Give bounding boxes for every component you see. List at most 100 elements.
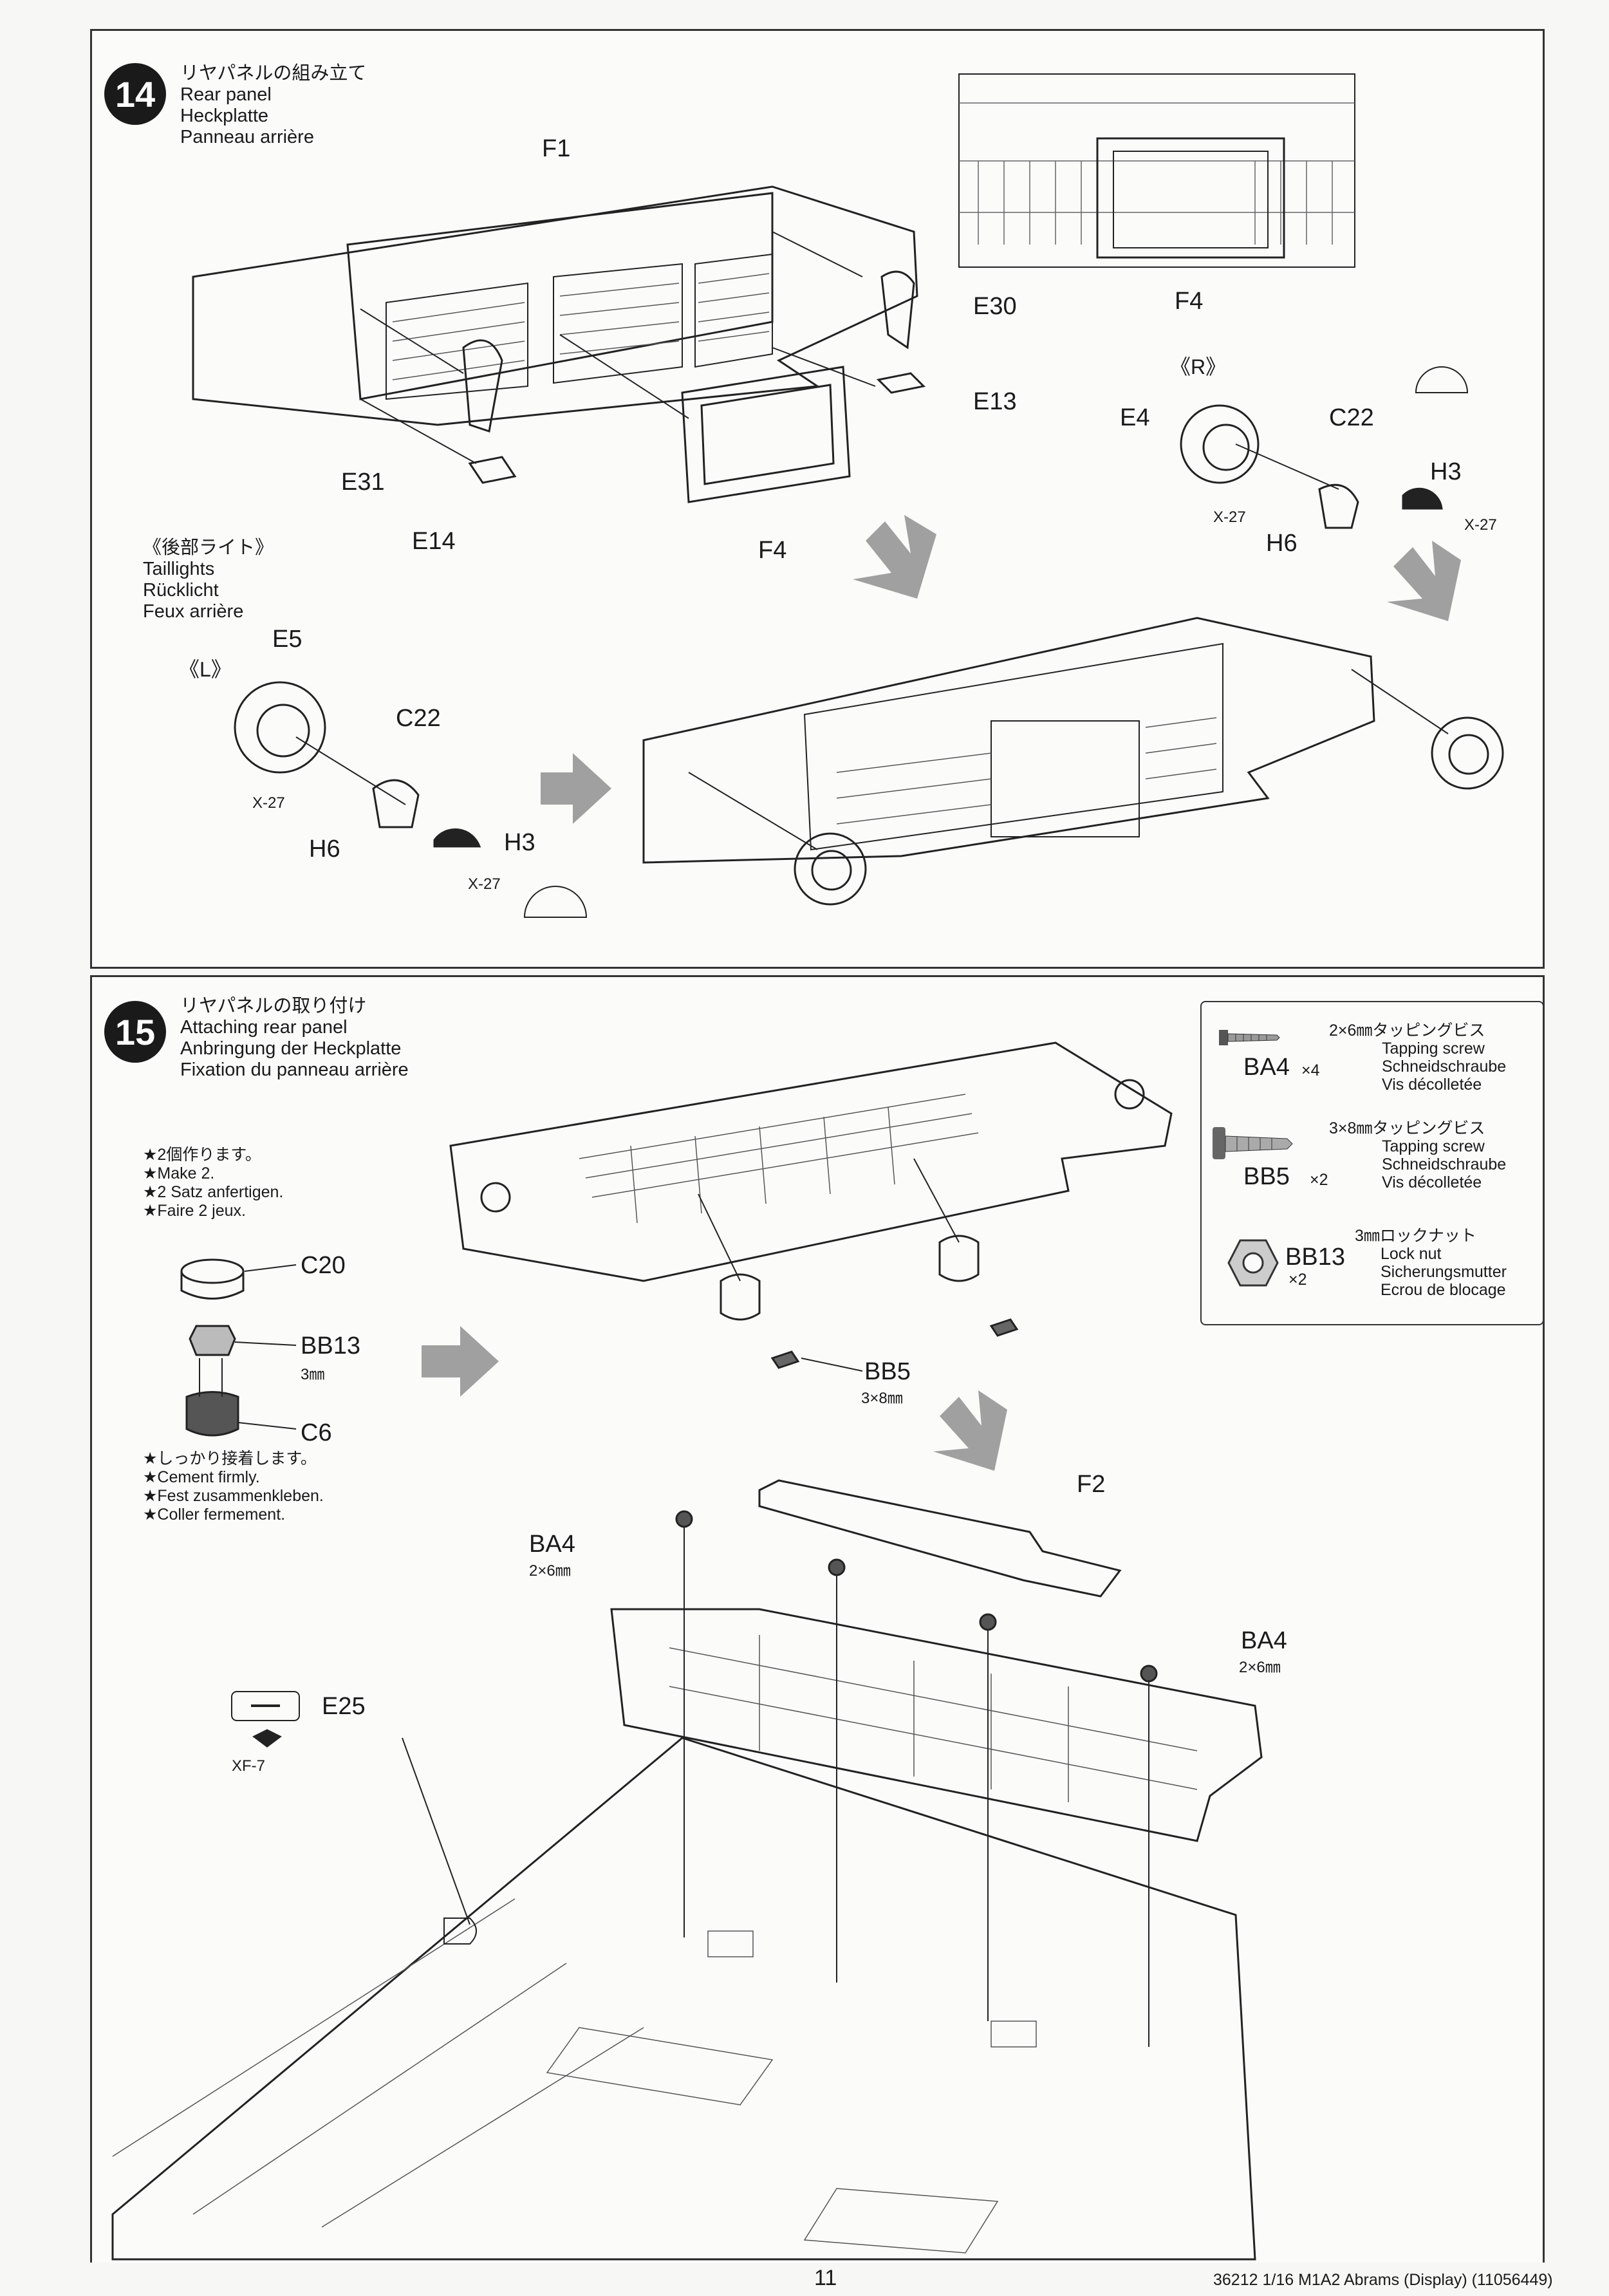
label-x27-left-b: X-27 bbox=[468, 875, 501, 893]
label-c22-left: C22 bbox=[396, 705, 441, 732]
hardware-ba4-jp: 2×6㎜タッピングビス bbox=[1329, 1022, 1485, 1040]
screw-bb5-left-drawing bbox=[770, 1350, 800, 1369]
hardware-bb13-qty: ×2 bbox=[1288, 1271, 1307, 1289]
taillights-jp: 《後部ライト》 bbox=[143, 537, 274, 558]
label-c20: C20 bbox=[301, 1252, 346, 1279]
paint-chip-xf7 bbox=[231, 1691, 300, 1721]
label-x27-left-a: X-27 bbox=[252, 794, 285, 812]
make-2-en: ★Make 2. bbox=[143, 1164, 215, 1182]
cement-fr: ★Coller fermement. bbox=[143, 1506, 286, 1524]
label-ba4-right: BA4 bbox=[1241, 1627, 1287, 1654]
label-f4-lower: F4 bbox=[758, 537, 787, 564]
step-14-panel bbox=[90, 29, 1545, 969]
step-14-title-en: Rear panel bbox=[180, 84, 272, 105]
label-xf7: XF-7 bbox=[232, 1757, 266, 1775]
left-light-e5-drawing bbox=[234, 681, 326, 774]
label-x27-right-a: X-27 bbox=[1213, 509, 1246, 526]
hardware-ba4-fr: Vis décolletée bbox=[1382, 1076, 1482, 1094]
part-e25-drawing bbox=[443, 1918, 477, 1945]
taillights-de: Rücklicht bbox=[143, 580, 219, 601]
taillights-en: Taillights bbox=[143, 559, 215, 579]
screw-ba4-icon bbox=[1219, 1030, 1280, 1045]
assembled-rear-panel-drawing bbox=[642, 617, 1375, 864]
label-h6-left: H6 bbox=[309, 835, 340, 863]
label-e30: E30 bbox=[973, 293, 1017, 320]
make-2-note: ★2個作ります。 ★Make 2. ★2 Satz anfertigen. ★F… bbox=[143, 1146, 283, 1220]
label-bb5: BB5 bbox=[864, 1358, 911, 1385]
hardware-bb5-qty: ×2 bbox=[1310, 1171, 1328, 1189]
hardware-bb13-fr: Ecrou de blocage bbox=[1381, 1281, 1506, 1299]
taillights-fr: Feux arrière bbox=[143, 601, 244, 622]
label-c22-right: C22 bbox=[1329, 404, 1374, 431]
make-2-fr: ★Faire 2 jeux. bbox=[143, 1202, 246, 1220]
step-15-title-en: Attaching rear panel bbox=[180, 1017, 348, 1038]
sub-assembly-right-drawing bbox=[938, 1235, 980, 1282]
part-e31-drawing bbox=[462, 339, 503, 433]
label-bb13-size: 3㎜ bbox=[301, 1366, 325, 1383]
step-15-titles: リヤパネルの取り付け Attaching rear panel Anbringu… bbox=[180, 996, 409, 1081]
cement-en: ★Cement firmly. bbox=[143, 1468, 260, 1486]
label-x27-right-b: X-27 bbox=[1464, 516, 1497, 534]
label-c6: C6 bbox=[301, 1419, 332, 1446]
step-15-title-jp: リヤパネルの取り付け bbox=[180, 996, 367, 1016]
label-e31: E31 bbox=[341, 469, 385, 496]
label-ba4-left-size: 2×6㎜ bbox=[529, 1562, 571, 1580]
hardware-bb13-jp: 3㎜ロックナット bbox=[1355, 1227, 1476, 1245]
part-e30-drawing bbox=[880, 270, 915, 350]
hardware-bb13-en: Lock nut bbox=[1381, 1245, 1442, 1263]
hardware-ba4-code: BA4 bbox=[1243, 1054, 1290, 1081]
label-f1: F1 bbox=[542, 135, 571, 162]
product-info: 36212 1/16 M1A2 Abrams (Display) (110564… bbox=[1213, 2271, 1553, 2289]
make-2-de: ★2 Satz anfertigen. bbox=[143, 1183, 284, 1201]
label-ba4-left: BA4 bbox=[529, 1531, 575, 1558]
label-right-side: 《R》 bbox=[1170, 355, 1227, 378]
cement-jp: ★しっかり接着します。 bbox=[143, 1450, 317, 1468]
make-2-jp: ★2個作ります。 bbox=[143, 1146, 261, 1164]
page-number: 11 bbox=[814, 2266, 837, 2290]
label-e4: E4 bbox=[1120, 404, 1150, 431]
cement-de: ★Fest zusammenkleben. bbox=[143, 1487, 324, 1505]
lock-nut-bb13-icon bbox=[1227, 1239, 1279, 1287]
label-f4-inset: F4 bbox=[1175, 288, 1204, 315]
plate-f2-drawing bbox=[758, 1479, 1122, 1598]
label-f2: F2 bbox=[1077, 1471, 1106, 1498]
inset-f4-view bbox=[958, 73, 1355, 268]
part-c20-drawing bbox=[180, 1258, 245, 1284]
step-14-titles: リヤパネルの組み立て Rear panel Heckplatte Panneau… bbox=[180, 63, 366, 148]
cement-note: ★しっかり接着します。 ★Cement firmly. ★Fest zusamm… bbox=[143, 1450, 324, 1524]
step-15-title-de: Anbringung der Heckplatte bbox=[180, 1038, 402, 1059]
nut-bb13-drawing bbox=[189, 1325, 236, 1356]
label-bb13: BB13 bbox=[301, 1332, 360, 1359]
label-e13: E13 bbox=[973, 388, 1017, 415]
lower-rear-panel-drawing bbox=[610, 1608, 1263, 1842]
part-c6-drawing bbox=[185, 1391, 239, 1437]
hardware-bb5-jp: 3×8㎜タッピングビス bbox=[1329, 1119, 1485, 1137]
left-light-c22-drawing bbox=[372, 779, 420, 828]
label-e25: E25 bbox=[322, 1693, 366, 1720]
label-e5: E5 bbox=[272, 626, 302, 653]
part-e14-drawing bbox=[468, 456, 517, 484]
label-e14: E14 bbox=[412, 528, 456, 555]
rear-panel-underside-drawing bbox=[449, 1041, 1173, 1282]
step-14-title-de: Heckplatte bbox=[180, 106, 269, 126]
right-light-c22-drawing bbox=[1318, 483, 1359, 529]
hardware-bb5-code: BB5 bbox=[1243, 1163, 1290, 1190]
hardware-ba4-en: Tapping screw bbox=[1382, 1040, 1485, 1058]
screw-bb5-right-drawing bbox=[989, 1318, 1019, 1337]
step-15-number: 15 bbox=[104, 1001, 166, 1063]
step-14-title-fr: Panneau arrière bbox=[180, 127, 314, 147]
hardware-ba4-de: Schneidschraube bbox=[1382, 1058, 1507, 1076]
label-bb5-size: 3×8㎜ bbox=[861, 1390, 903, 1407]
step-14-illustration bbox=[192, 73, 1504, 918]
label-h3-left: H3 bbox=[504, 829, 535, 856]
rear-panel-f1-drawing bbox=[192, 185, 918, 426]
frame-f4-drawing bbox=[681, 366, 851, 503]
taillights-title: 《後部ライト》 Taillights Rücklicht Feux arrièr… bbox=[143, 537, 274, 622]
step-14-title-jp: リヤパネルの組み立て bbox=[180, 63, 367, 84]
label-h6-right: H6 bbox=[1266, 530, 1297, 557]
label-ba4-right-size: 2×6㎜ bbox=[1239, 1659, 1281, 1676]
hardware-legend: BA4 ×4 2×6㎜タッピングビス Tapping screw Schneid… bbox=[1200, 1001, 1544, 1325]
hull-drawing bbox=[111, 1737, 1256, 2261]
part-e13-drawing bbox=[876, 372, 926, 394]
